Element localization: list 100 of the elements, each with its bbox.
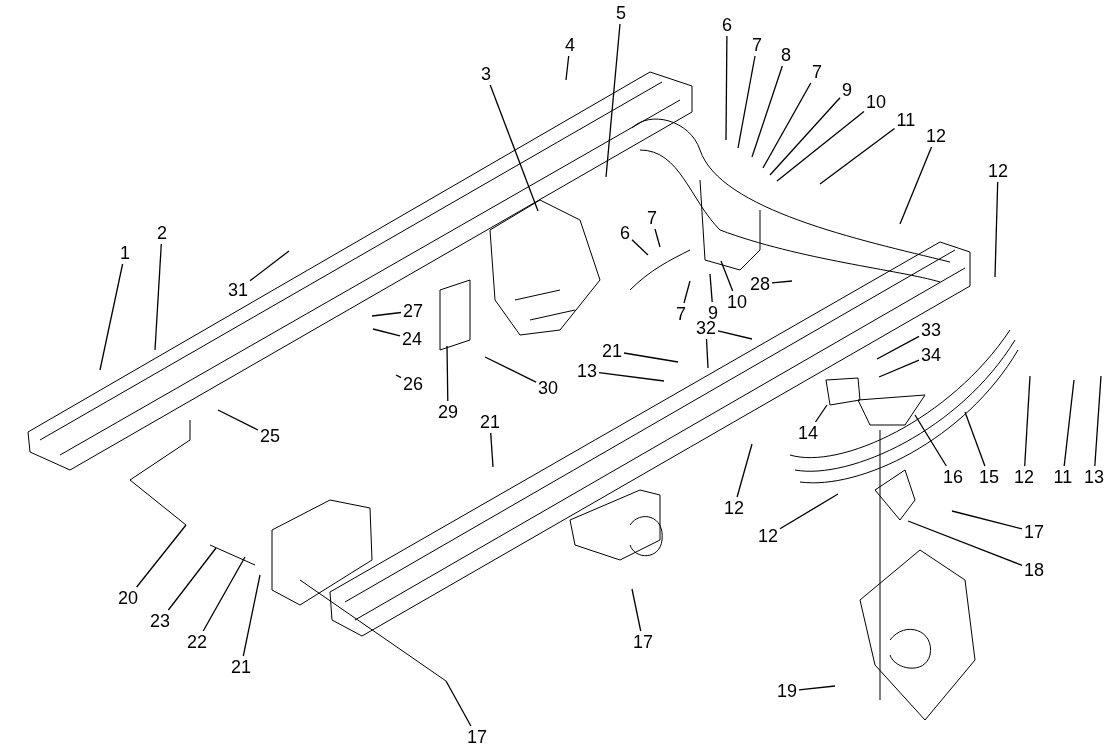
leader-line	[605, 23, 621, 178]
leader-line	[819, 127, 896, 185]
callout-number: 9	[842, 80, 852, 100]
leader-line	[736, 443, 753, 498]
leader-line	[1094, 375, 1102, 467]
callout-number: 13	[1084, 467, 1105, 487]
callout-number: 5	[616, 3, 626, 23]
callout-number: 26	[403, 374, 424, 394]
callout-number: 12	[1014, 467, 1035, 487]
callout-number: 15	[979, 467, 1000, 487]
callout-number: 18	[1024, 560, 1045, 580]
callout-number: 11	[1053, 467, 1073, 487]
leader-line	[914, 414, 947, 467]
callout-number: 3	[481, 64, 491, 84]
callout-number: 28	[750, 274, 771, 294]
callout-number: 19	[777, 681, 798, 701]
leader-line	[167, 547, 217, 611]
leader-line	[631, 239, 649, 256]
leader-line	[776, 110, 865, 182]
leader-line	[490, 432, 494, 468]
leader-line	[489, 84, 539, 212]
callout-number: 10	[866, 92, 887, 112]
callout-number: 6	[620, 223, 630, 243]
leader-line	[242, 574, 261, 657]
leader-line	[705, 338, 709, 369]
callout-number: 27	[403, 301, 424, 321]
leader-line	[202, 556, 246, 632]
callout-number: 32	[696, 318, 717, 338]
callout-number: 21	[231, 657, 252, 677]
leader-line	[654, 228, 661, 248]
callout-number: 29	[438, 402, 459, 422]
leader-line	[951, 510, 1023, 530]
leader-line	[709, 273, 713, 303]
leader-line	[631, 588, 642, 632]
callout-number: 4	[565, 35, 575, 55]
callout-number: 30	[538, 378, 559, 398]
leader-line	[565, 55, 570, 81]
callout-number: 22	[187, 632, 208, 652]
leader-line	[964, 411, 986, 467]
leader-line	[395, 374, 402, 379]
leader-line	[907, 520, 1023, 566]
callout-number: 7	[752, 35, 762, 55]
leader-line	[249, 250, 290, 282]
callout-number: 1	[120, 243, 130, 263]
callout-number: 20	[118, 588, 139, 608]
leader-line	[371, 311, 402, 317]
callout-number: 6	[722, 15, 732, 35]
callout-number: 7	[812, 62, 822, 82]
leader-line	[99, 263, 124, 371]
callout-number: 13	[577, 361, 598, 381]
leader-line	[779, 493, 839, 530]
leader-line	[372, 328, 401, 337]
leader-line	[899, 146, 933, 225]
leader-line	[725, 35, 728, 141]
callout-number: 14	[798, 423, 819, 443]
callout-number: 7	[676, 304, 686, 324]
leader-line	[623, 352, 679, 363]
leader-line	[876, 335, 920, 360]
callout-number: 31	[228, 280, 249, 300]
leader-line	[762, 82, 812, 169]
leader-line	[598, 371, 665, 382]
leader-line	[445, 680, 472, 727]
callout-number: 17	[633, 632, 654, 652]
callout-number: 2	[157, 223, 167, 243]
callout-number: 33	[921, 320, 942, 340]
callout-number: 12	[724, 498, 745, 518]
leader-line	[154, 243, 162, 351]
callout-number: 23	[150, 611, 171, 631]
callout-number: 10	[727, 292, 748, 312]
callout-number: 7	[647, 208, 657, 228]
callout-number: 12	[988, 161, 1009, 181]
callout-number: 34	[921, 345, 942, 365]
callout-number: 21	[602, 341, 623, 361]
leader-line	[769, 97, 841, 176]
leader-line	[1024, 375, 1031, 467]
leader-line	[720, 260, 734, 292]
callout-number: 17	[467, 727, 488, 747]
callout-number: 25	[260, 426, 281, 446]
callout-number: 17	[1024, 522, 1045, 542]
leader-line	[1063, 379, 1075, 467]
callout-number: 16	[943, 467, 964, 487]
leader-line	[717, 330, 753, 340]
leader-line	[446, 345, 449, 402]
leader-line	[136, 524, 187, 588]
leader-line	[737, 55, 756, 149]
callout-number: 21	[480, 412, 501, 432]
callout-number: 12	[758, 526, 779, 546]
leader-line	[683, 280, 691, 304]
leader-line	[878, 359, 920, 378]
callout-number: 11	[896, 110, 916, 130]
leader-line	[751, 65, 783, 158]
leader-line	[814, 404, 828, 423]
leader-line	[484, 356, 537, 383]
leader-line	[994, 181, 999, 278]
leader-line	[771, 280, 793, 284]
leader-line	[217, 409, 259, 431]
callout-number: 8	[781, 45, 791, 65]
callout-number: 24	[402, 329, 423, 349]
callout-number: 12	[926, 126, 947, 146]
leader-line	[798, 685, 836, 691]
